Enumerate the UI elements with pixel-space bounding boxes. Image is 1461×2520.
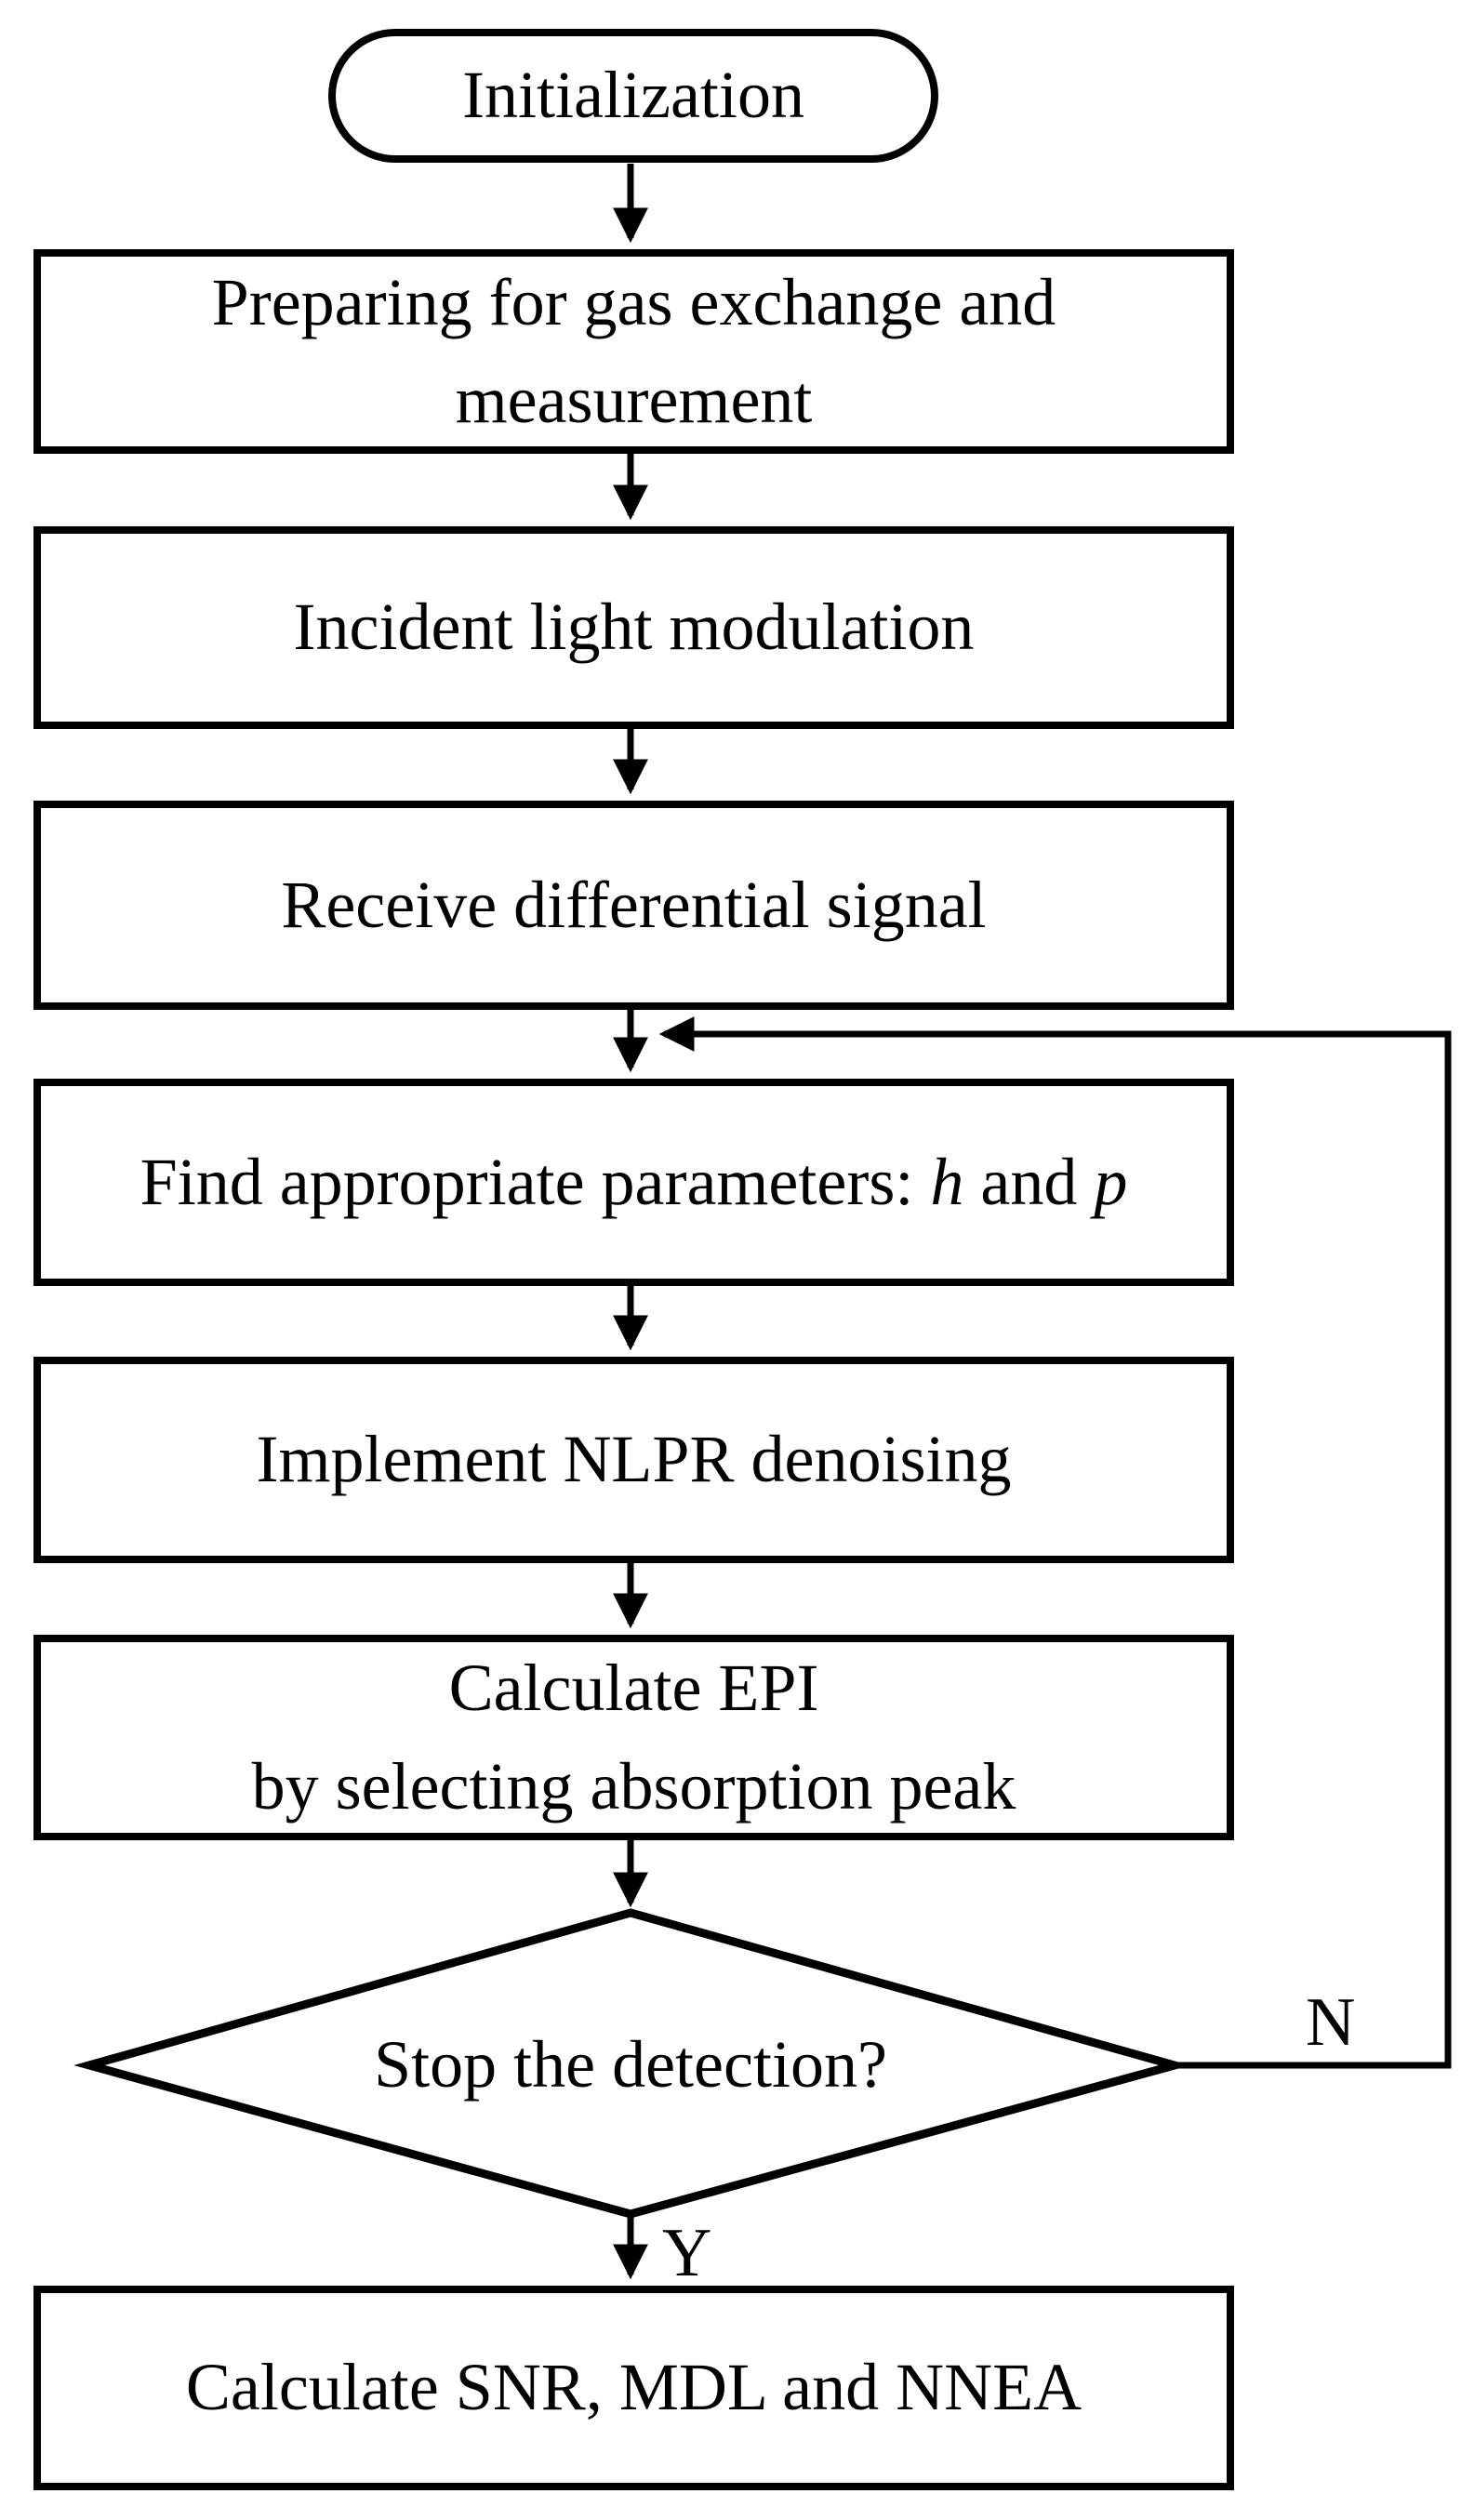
node-modulation-label: Incident light modulation xyxy=(293,590,975,665)
node-find-parameters: Find appropriate parameters: h and p xyxy=(33,1079,1234,1286)
arrow-decision-no-feedback-loop xyxy=(658,1016,1452,2069)
branch-label-yes: Y xyxy=(662,2215,712,2291)
findparams-mid: and xyxy=(963,1144,1095,1219)
node-preparing-gas-exchange: Preparing for gas exchange and measureme… xyxy=(33,249,1234,454)
node-final-label: Calculate SNR, MDL and NNEA xyxy=(185,2350,1082,2425)
node-incident-light-modulation: Incident light modulation xyxy=(33,526,1234,729)
node-stop-detection-decision: Stop the detection? xyxy=(166,1999,1096,2129)
findparams-prefix: Find appropriate parameters: xyxy=(139,1144,931,1219)
node-preparing-label: Preparing for gas exchange and measureme… xyxy=(211,264,1056,437)
node-denoise-label: Implement NLPR denoising xyxy=(256,1422,1012,1497)
branch-label-no: N xyxy=(1306,1984,1356,2061)
node-receive-differential-signal: Receive differential signal xyxy=(33,801,1234,1010)
findparams-var-p: p xyxy=(1094,1144,1128,1219)
decision-label: Stop the detection? xyxy=(374,2026,887,2102)
node-receive-label: Receive differential signal xyxy=(281,867,987,942)
node-calculate-snr-mdl-nnea: Calculate SNR, MDL and NNEA xyxy=(33,2286,1234,2490)
node-findparams-label: Find appropriate parameters: h and p xyxy=(140,1134,1128,1231)
node-calculate-epi: Calculate EPI by selecting absorption pe… xyxy=(33,1635,1234,1840)
node-initialization-label: Initialization xyxy=(462,58,804,133)
findparams-var-h: h xyxy=(930,1144,964,1219)
node-nlpr-denoising: Implement NLPR denoising xyxy=(33,1357,1234,1563)
node-epi-label: Calculate EPI by selecting absorption pe… xyxy=(251,1651,1016,1824)
node-initialization: Initialization xyxy=(328,29,938,163)
